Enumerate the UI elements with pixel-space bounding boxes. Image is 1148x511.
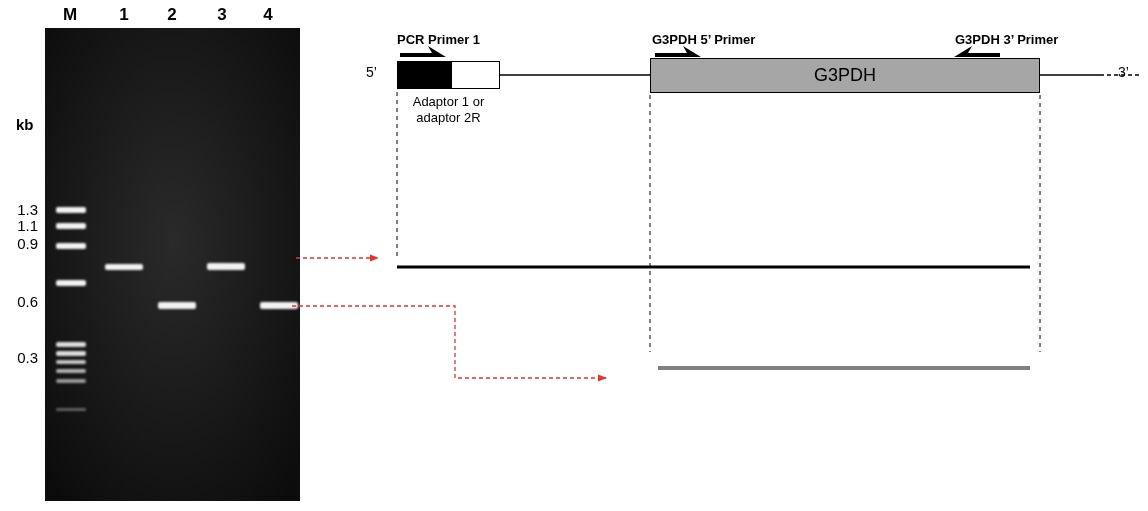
- primer-label: G3PDH 3’ Primer: [955, 33, 1058, 48]
- primer-arrow: [400, 46, 1000, 57]
- gel-image: [45, 28, 300, 501]
- size-marker: 1.1: [17, 217, 38, 234]
- size-marker: 0.6: [17, 293, 38, 310]
- unit-label: kb: [16, 116, 34, 133]
- pcr-product: [397, 266, 1030, 269]
- size-marker: 0.9: [17, 235, 38, 252]
- primer-label: PCR Primer 1: [397, 33, 480, 48]
- primer-label: G3PDH 5’ Primer: [652, 33, 755, 48]
- lane-label: 3: [217, 5, 226, 25]
- end-label: 5’: [366, 64, 377, 80]
- adaptor-box: Adaptor 1 or adaptor 2R: [397, 61, 500, 89]
- size-marker: 0.3: [17, 349, 38, 366]
- gene-label: G3PDH: [814, 65, 876, 86]
- dna-strand: [500, 74, 650, 75]
- adaptor-label: Adaptor 1 or adaptor 2R: [401, 94, 497, 125]
- dna-strand: [1040, 74, 1100, 75]
- end-label: 3’: [1118, 64, 1129, 80]
- lane-label: 2: [167, 5, 176, 25]
- lane-label: 1: [119, 5, 128, 25]
- guide-line: [397, 92, 1040, 352]
- pointer-arrow: [292, 258, 606, 378]
- size-marker: 1.3: [17, 201, 38, 218]
- lane-label: M: [63, 5, 77, 25]
- gene-box: G3PDH: [650, 58, 1040, 93]
- gel-bands: [56, 207, 298, 411]
- pcr-product: [658, 366, 1030, 370]
- lane-label: 4: [263, 5, 272, 25]
